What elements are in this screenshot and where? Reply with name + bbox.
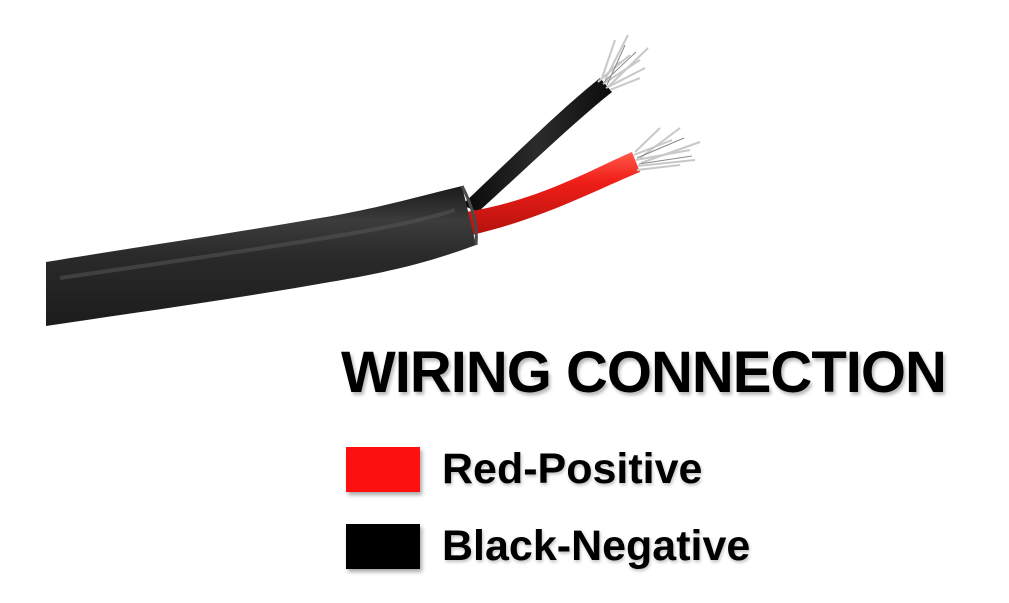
legend-item-black-negative: Black-Negative: [346, 521, 750, 571]
wiring-connection-title: WIRING CONNECTION: [341, 340, 947, 405]
red-color-swatch: [346, 446, 420, 492]
legend-item-red-positive: Red-Positive: [346, 444, 702, 494]
black-color-swatch: [346, 523, 420, 569]
legend-label-black-negative: Black-Negative: [442, 522, 751, 570]
cable-jacket: [46, 186, 476, 326]
legend-label-red-positive: Red-Positive: [442, 445, 703, 493]
black-wire-strands: [597, 34, 649, 91]
red-wire: [466, 152, 640, 235]
cable-illustration: [46, 34, 701, 326]
red-wire-strands: [633, 127, 701, 171]
black-wire: [462, 78, 612, 212]
